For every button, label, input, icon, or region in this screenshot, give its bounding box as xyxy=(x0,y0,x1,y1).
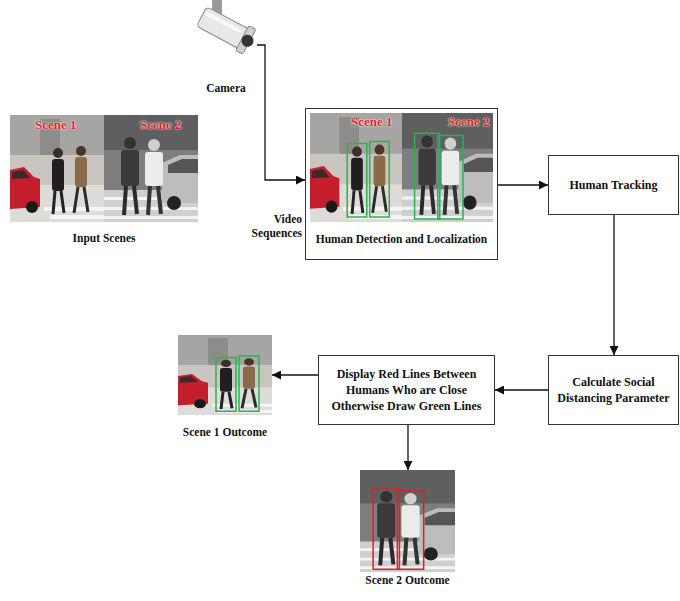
detection-boxes xyxy=(415,133,463,219)
scene-photo xyxy=(360,470,455,572)
detection-boxes xyxy=(216,356,259,411)
scene-photo xyxy=(104,115,198,222)
process-box: Display Red Lines Between Humans Who are… xyxy=(318,355,495,425)
box-label: Display Red Lines Between Humans Who are… xyxy=(325,366,488,415)
detection-boxes xyxy=(373,489,424,569)
process-box: Human Tracking xyxy=(548,155,679,215)
caption-text: Camera xyxy=(195,82,257,96)
flow-arrow xyxy=(407,425,408,470)
image-node: Scene 1 Scene 2 Input Scenes xyxy=(10,115,198,250)
flow-arrow xyxy=(498,184,548,185)
caption-text: Input Scenes xyxy=(10,232,198,246)
flow-arrow xyxy=(495,389,548,390)
scene-label: Scene 1 xyxy=(351,115,393,129)
box-label: Calculate Social Distancing Parameter xyxy=(555,374,672,406)
scene-photo xyxy=(402,113,493,222)
scene-label: Scene 2 xyxy=(448,115,490,129)
scene-label: Scene 2 xyxy=(140,118,182,132)
caption-text: Scene 1 Outcome xyxy=(168,426,282,440)
box-label: Human Tracking xyxy=(570,177,658,193)
flow-arrow xyxy=(613,215,614,355)
camera-icon-node: Camera xyxy=(195,0,257,100)
process-box: Scene 1 Scene 2 Human Detection and Locali… xyxy=(305,108,498,260)
image-node: Scene 1 Outcome xyxy=(178,335,272,447)
scene-photo xyxy=(10,115,104,222)
scene-photo xyxy=(178,335,272,415)
detection-boxes xyxy=(347,142,389,217)
caption-text: Scene 2 Outcome xyxy=(350,574,465,588)
camera-icon xyxy=(195,0,259,56)
image-node: Scene 2 Outcome xyxy=(360,470,455,590)
scene-photo xyxy=(310,113,402,222)
caption-text: Human Detection and Localization xyxy=(306,233,497,247)
edge-label: Video Sequences xyxy=(244,212,302,241)
flow-arrow xyxy=(272,374,318,375)
scene-label: Scene 1 xyxy=(35,118,77,132)
process-box: Calculate Social Distancing Parameter xyxy=(548,355,679,425)
flow-arrow xyxy=(257,45,305,180)
